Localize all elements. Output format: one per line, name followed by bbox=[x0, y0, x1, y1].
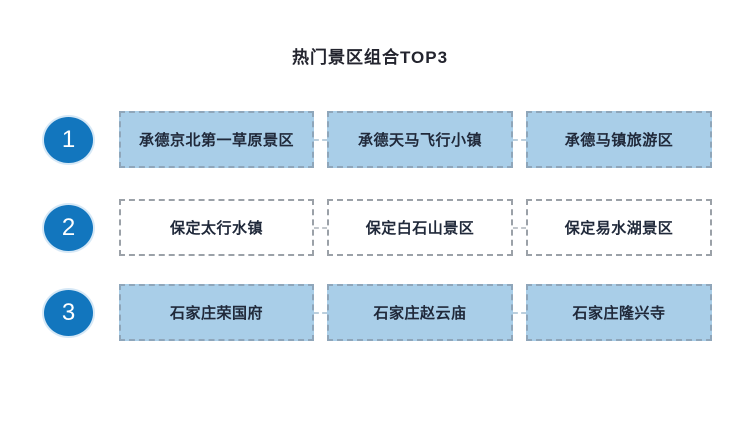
dashed-connector bbox=[513, 138, 527, 141]
scenic-area-box: 石家庄荣国府 bbox=[119, 284, 315, 341]
scenic-area-box: 承德马镇旅游区 bbox=[526, 111, 712, 168]
page-title: 热门景区组合TOP3 bbox=[291, 48, 449, 67]
rank-row-3: 3 石家庄荣国府 石家庄赵云庙 石家庄隆兴寺 bbox=[44, 284, 712, 341]
rank-1-badge: 1 bbox=[44, 116, 93, 163]
dashed-connector bbox=[314, 138, 328, 141]
scenic-area-box: 保定易水湖景区 bbox=[526, 199, 712, 256]
scenic-area-box: 保定太行水镇 bbox=[119, 199, 315, 256]
dashed-connector bbox=[314, 311, 328, 314]
rank-3-boxes: 石家庄荣国府 石家庄赵云庙 石家庄隆兴寺 bbox=[119, 284, 712, 341]
scenic-area-box: 承德天马飞行小镇 bbox=[327, 111, 514, 168]
rank-2-boxes: 保定太行水镇 保定白石山景区 保定易水湖景区 bbox=[119, 199, 712, 256]
scenic-area-box: 保定白石山景区 bbox=[327, 199, 514, 256]
rank-2-badge: 2 bbox=[44, 204, 93, 251]
scenic-area-box: 石家庄赵云庙 bbox=[327, 284, 514, 341]
scenic-area-box: 石家庄隆兴寺 bbox=[526, 284, 712, 341]
dashed-connector bbox=[513, 226, 527, 229]
rank-row-2: 2 保定太行水镇 保定白石山景区 保定易水湖景区 bbox=[44, 199, 712, 256]
rank-row-1: 1 承德京北第一草原景区 承德天马飞行小镇 承德马镇旅游区 bbox=[44, 111, 712, 168]
scenic-area-box: 承德京北第一草原景区 bbox=[119, 111, 315, 168]
dashed-connector bbox=[314, 226, 328, 229]
rank-1-boxes: 承德京北第一草原景区 承德天马飞行小镇 承德马镇旅游区 bbox=[119, 111, 712, 168]
dashed-connector bbox=[513, 311, 527, 314]
rank-3-badge: 3 bbox=[44, 289, 93, 336]
